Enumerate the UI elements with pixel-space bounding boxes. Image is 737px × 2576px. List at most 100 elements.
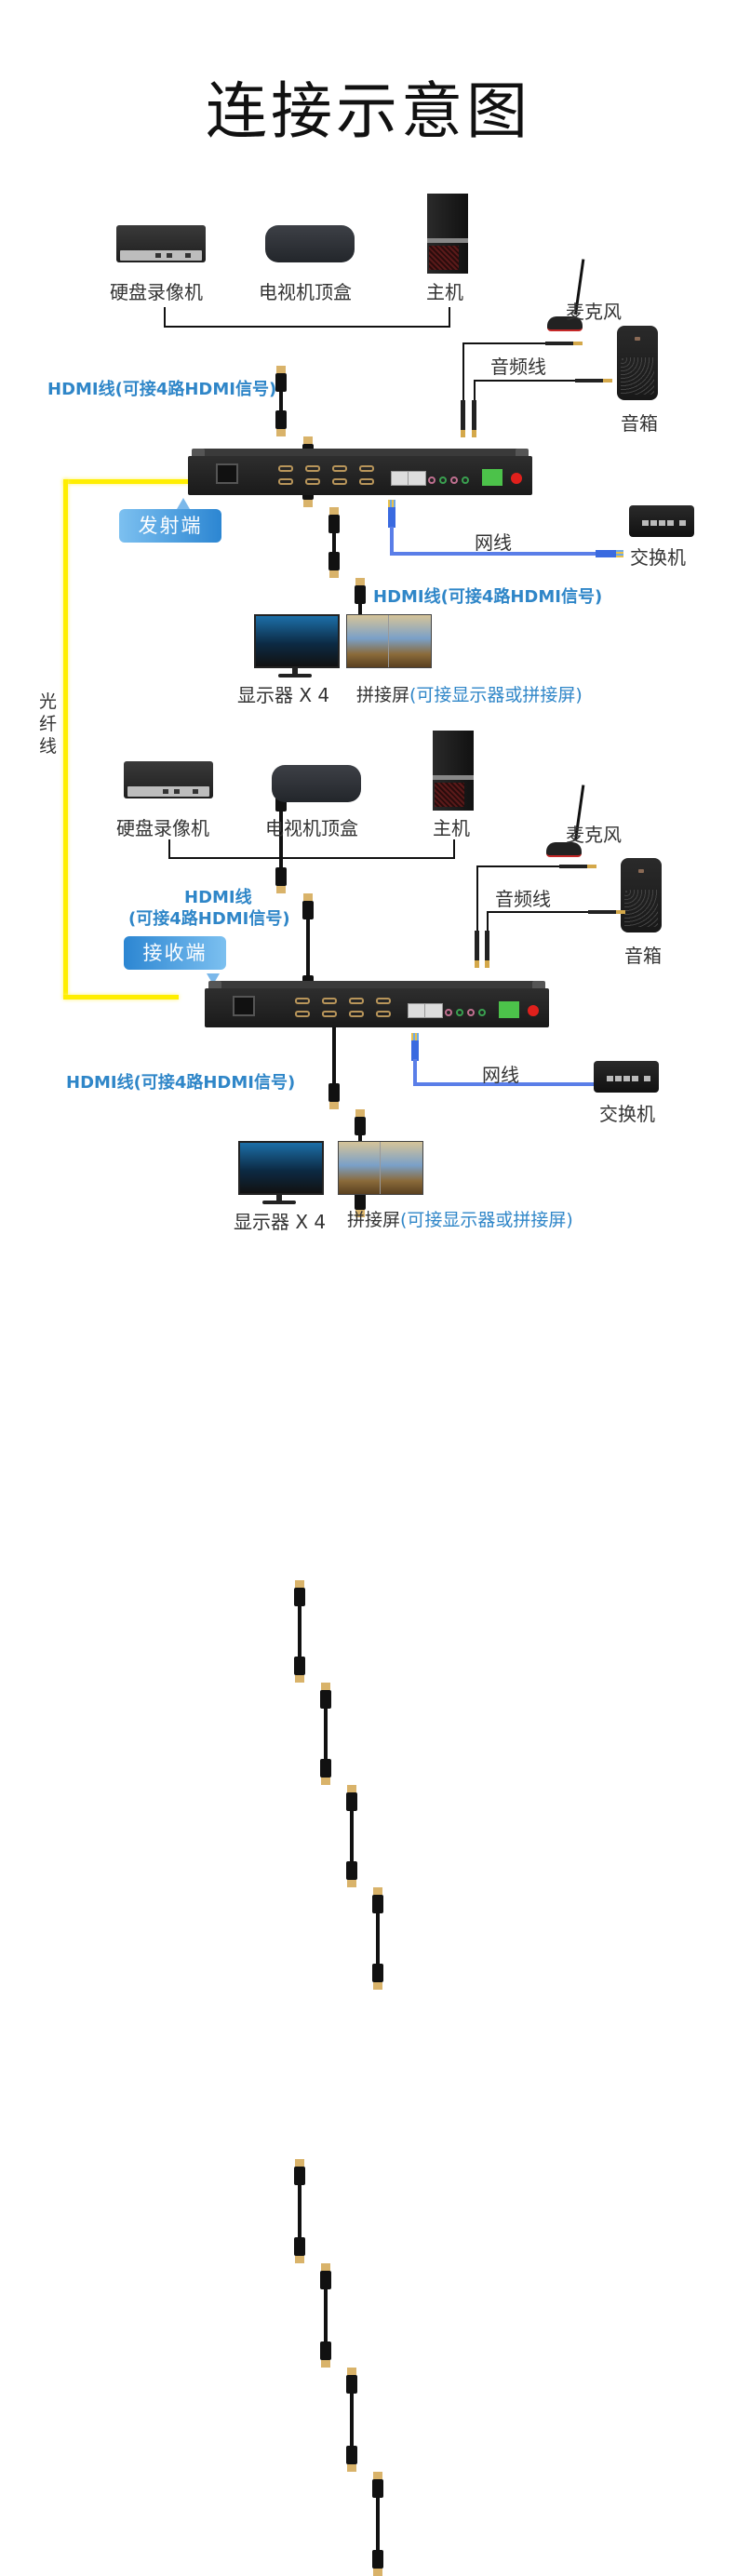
display-label: 显示器 X 4 [237, 684, 330, 706]
hdmi-input-label: HDMI线(可接4路HDMI信号) [47, 380, 277, 399]
page-title: 连接示意图 [206, 75, 531, 147]
hdmi-cable-icon [346, 1785, 357, 1887]
monitor-base [278, 674, 312, 678]
videowall-label: 拼接屏(可接显示器或拼接屏) [347, 1209, 573, 1231]
desktop-pc-icon [433, 731, 474, 811]
network-cable-label: 网线 [482, 1064, 519, 1086]
power-inlet-icon [233, 996, 255, 1016]
transmitter-device [188, 449, 532, 495]
microphone-label: 麦克风 [566, 824, 622, 846]
network-plug-icon [411, 1033, 419, 1061]
display-label: 显示器 X 4 [234, 1211, 327, 1233]
audio-cable-mic-v [476, 865, 478, 932]
source-label-nvr: 硬盘录像机 [110, 281, 203, 303]
fiber-cable-bottom [63, 995, 179, 1000]
videowall-name: 拼接屏 [356, 685, 410, 705]
microphone-icon [547, 316, 583, 331]
network-cable [413, 1082, 596, 1086]
audio-cable-label: 音频线 [495, 888, 551, 910]
switch-label: 交换机 [599, 1103, 655, 1125]
source-bracket-right [449, 307, 450, 328]
badge-pointer [177, 498, 190, 509]
hdmi-cable-icon [320, 2263, 331, 2368]
network-cable-label: 网线 [475, 531, 512, 554]
fiber-cable-vertical [63, 479, 68, 998]
source-bracket-right [453, 839, 455, 859]
audio-plug-icon [485, 931, 489, 968]
monitor-icon [254, 614, 340, 668]
power-button [528, 1005, 539, 1016]
videowall-note: (可接显示器或拼接屏) [409, 685, 583, 705]
videowall-name: 拼接屏 [347, 1210, 401, 1230]
source-bracket-left [168, 839, 170, 859]
hdmi-cable-icon [372, 1887, 383, 1990]
audio-plug-icon [475, 931, 479, 968]
audio-plug-icon [575, 379, 612, 382]
monitor-stand [276, 1193, 282, 1202]
network-cable [413, 1059, 417, 1085]
hdmi-cable-icon [275, 366, 287, 436]
hdmi-output-label: HDMI线(可接4路HDMI信号) [373, 587, 603, 607]
audio-cable-speaker [487, 911, 589, 913]
videowall-note: (可接显示器或拼接屏) [400, 1210, 573, 1230]
transmitter-badge: 发射端 [119, 509, 221, 543]
power-button [511, 473, 522, 484]
receiver-section: 硬盘录像机 电视机顶盒 主机 HDMI线 (可接4路HDMI信号) 麦克风 音箱… [0, 715, 737, 2576]
source-label-pc: 主机 [433, 817, 470, 839]
audio-plug-icon [461, 400, 465, 437]
monitor-base [262, 1201, 296, 1204]
hdmi-cable-icon [328, 507, 340, 578]
nvr-device-icon [116, 225, 206, 262]
source-label-nvr: 硬盘录像机 [116, 817, 209, 839]
audio-plug-icon [545, 342, 583, 345]
monitor-stand [292, 666, 298, 676]
nvr-device-icon [124, 761, 213, 798]
network-plug-icon [596, 550, 623, 557]
receiver-badge: 接收端 [124, 936, 226, 970]
fiber-label: 光纤线 [39, 691, 58, 757]
speaker-label: 音箱 [624, 945, 662, 967]
speaker-label: 音箱 [621, 412, 658, 435]
power-inlet-icon [216, 463, 238, 484]
audio-cable-speaker-v [474, 380, 476, 402]
source-label-stb: 电视机顶盒 [259, 281, 352, 303]
network-switch-icon [594, 1061, 659, 1093]
hdmi-cable-icon [294, 2159, 305, 2263]
hdmi-cable-icon [320, 1683, 331, 1785]
hdmi-cable-icon [294, 1580, 305, 1683]
receiver-device [205, 981, 549, 1027]
video-wall-icon [346, 614, 432, 668]
audio-plug-icon [588, 910, 625, 914]
source-label-stb: 电视机顶盒 [265, 817, 358, 839]
audio-cable-speaker [474, 380, 576, 382]
audio-cable-speaker-v [487, 911, 489, 932]
hdmi-cable-icon [346, 2368, 357, 2472]
audio-plug-icon [472, 400, 476, 437]
hdmi-input-label-line2: (可接4路HDMI信号) [128, 909, 290, 929]
videowall-label: 拼接屏(可接显示器或拼接屏) [356, 684, 583, 706]
audio-cable-mic-v [462, 342, 464, 402]
audio-cable-mic [462, 342, 546, 344]
source-bracket [168, 857, 455, 859]
network-plug-icon [388, 500, 395, 528]
microphone-icon [546, 842, 582, 857]
microphone-label: 麦克风 [566, 301, 622, 323]
hdmi-output-label: HDMI线(可接4路HDMI信号) [66, 1073, 296, 1093]
speaker-icon [617, 326, 658, 400]
video-wall-icon [338, 1141, 423, 1195]
audio-cable-label: 音频线 [490, 356, 546, 378]
audio-cable-mic [476, 865, 560, 867]
hdmi-input-label-line1: HDMI线 [184, 888, 252, 907]
transmitter-section: 硬盘录像机 电视机顶盒 主机 HDMI线(可接4路HDMI信号) 麦克风 音箱 … [0, 0, 737, 1217]
network-cable [390, 552, 604, 556]
source-bracket-left [164, 307, 166, 328]
switch-label: 交换机 [630, 546, 686, 569]
network-cable [390, 527, 394, 555]
source-label-pc: 主机 [426, 281, 463, 303]
set-top-box-icon [265, 225, 355, 262]
desktop-pc-icon [427, 194, 468, 274]
monitor-icon [238, 1141, 324, 1195]
speaker-icon [621, 858, 662, 932]
source-bracket [164, 326, 450, 328]
audio-plug-icon [559, 865, 596, 868]
